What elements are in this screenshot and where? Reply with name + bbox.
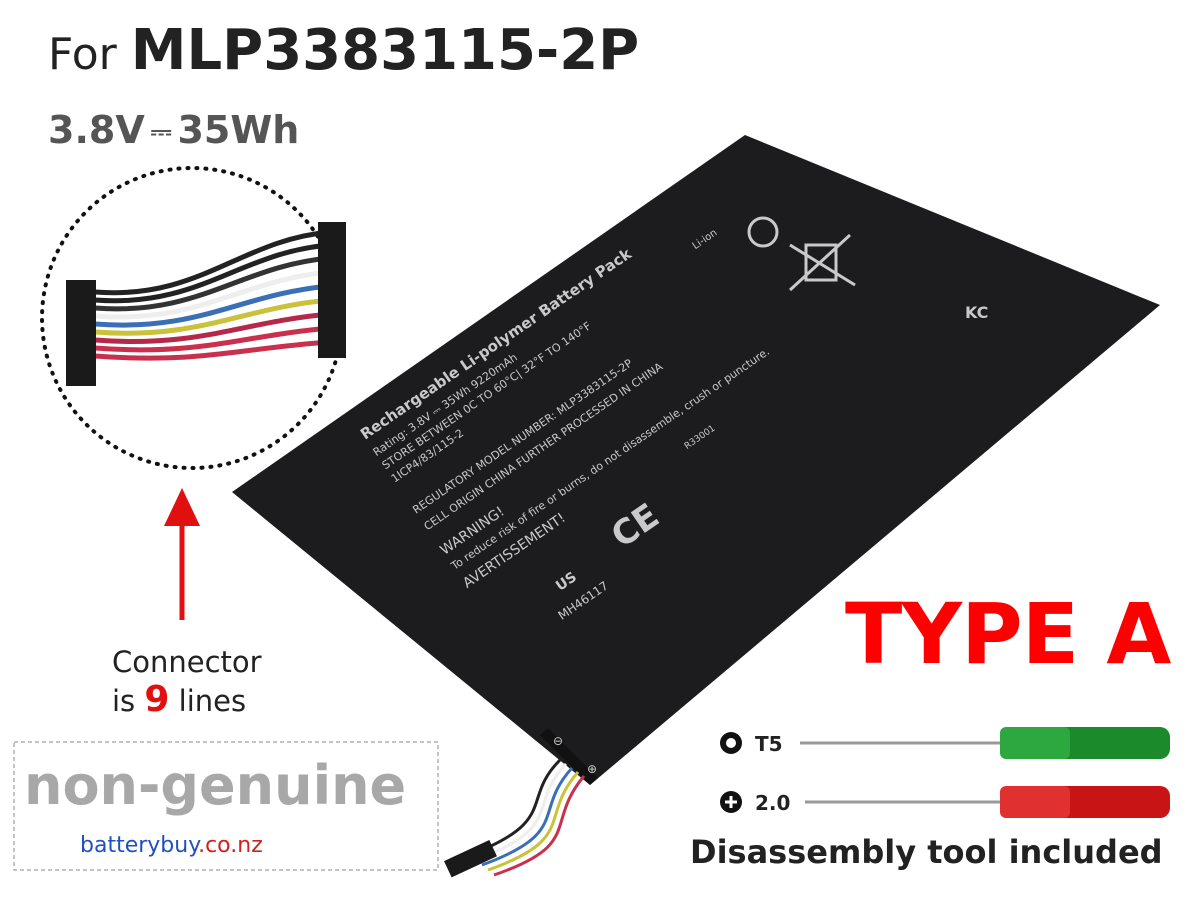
- battery-edge: [540, 728, 598, 785]
- battery-cable: [469, 758, 586, 877]
- phillips-screwdriver: [805, 786, 1170, 818]
- product-title: For MLP3383115-2P: [48, 18, 639, 83]
- connector-plug: [66, 280, 96, 386]
- model-number: MLP3383115-2P: [130, 18, 640, 83]
- connector-note: Connector is 9 lines: [112, 643, 262, 720]
- watermark-text: non-genuine: [24, 754, 406, 817]
- watermark-site-tld: .co.nz: [198, 833, 263, 858]
- watermark-site-main: batterybuy: [80, 833, 201, 858]
- connector-wires: [94, 229, 331, 361]
- tool-label-2-0: 2.0: [755, 791, 791, 815]
- dc-symbol-icon: ⎓: [150, 117, 172, 147]
- connector-board: [318, 222, 346, 358]
- voltage: 3.8V: [48, 108, 145, 152]
- kc-mark-icon: KC: [965, 303, 988, 322]
- tool-note: Disassembly tool included: [690, 833, 1163, 871]
- capacity: 35Wh: [177, 108, 300, 152]
- plus-terminal-icon: ⊕: [587, 762, 597, 776]
- tool-label-t5: T5: [755, 732, 783, 756]
- battery-spec: 3.8V⎓35Wh: [48, 108, 299, 152]
- torx-screwdriver: [800, 727, 1170, 759]
- epa-icon: [747, 216, 779, 248]
- connector-line2: is 9 lines: [112, 681, 262, 720]
- watermark-site: batterybuy.co.nz: [80, 833, 263, 858]
- connector-count: 9: [144, 679, 170, 720]
- watermark-box: [13, 741, 439, 871]
- arrow-up-icon: [164, 488, 200, 526]
- connector-is: is: [112, 684, 136, 718]
- title-prefix: For: [48, 29, 117, 80]
- battery-body: [232, 135, 1160, 785]
- phillips-icon: [720, 791, 742, 813]
- type-label: TYPE A: [845, 585, 1171, 683]
- weee-bin-icon: [788, 233, 856, 292]
- cable-connector: [444, 839, 497, 878]
- torx-icon: [720, 732, 742, 754]
- connector-lines: lines: [178, 684, 247, 718]
- connector-line1: Connector: [112, 645, 262, 679]
- minus-terminal-icon: ⊖: [553, 734, 563, 748]
